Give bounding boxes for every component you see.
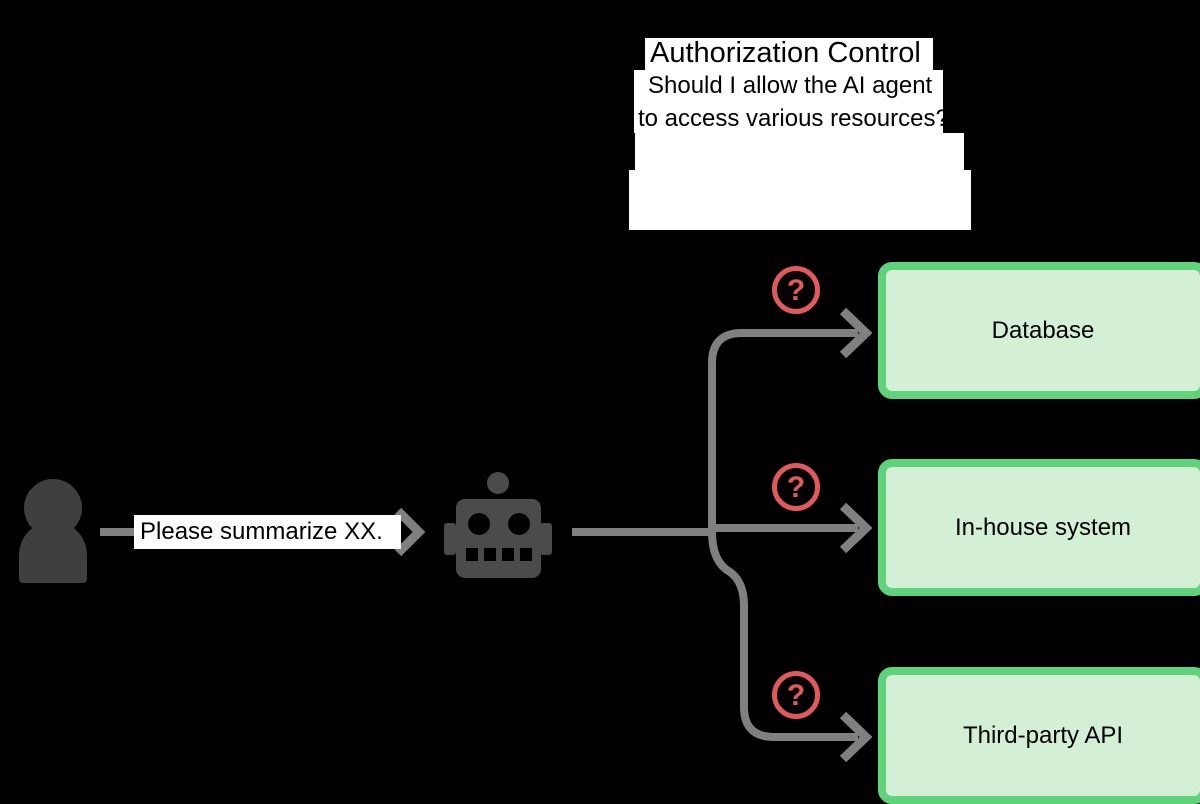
user-person-icon-body [19, 521, 87, 583]
callout-band-line2 [634, 104, 943, 133]
resource-box-third-party-api[interactable]: Third-party API [878, 667, 1200, 804]
question-mark-icon-database[interactable]: ? [772, 266, 820, 314]
robot-icon-face [456, 499, 541, 578]
resource-box-database[interactable]: Database [878, 262, 1200, 399]
arrowhead-inhouse [839, 502, 873, 554]
callout-band-blank2 [629, 170, 971, 230]
message-label-text: Please summarize XX. [140, 518, 383, 545]
message-label-background [134, 515, 401, 549]
robot-icon-tooth [502, 548, 514, 561]
robot-icon-tooth [466, 548, 478, 561]
callout-band-line1 [634, 70, 943, 104]
callout-title: Authorization Control [650, 37, 921, 69]
robot-icon-antenna [487, 472, 509, 494]
callout-band-blank1 [635, 133, 964, 170]
connector-branch-thirdparty [708, 531, 858, 741]
robot-icon-ear-left [444, 523, 456, 555]
arrowhead-user-to-agent [394, 507, 426, 557]
resource-box-inhouse-system[interactable]: In-house system [878, 459, 1200, 596]
question-mark-icon-inhouse-system[interactable]: ? [772, 463, 820, 511]
arrowhead-database [839, 307, 873, 359]
robot-icon-tooth [520, 548, 532, 561]
callout-question-line-2: to access various resources? [638, 105, 949, 132]
robot-icon-eye-right [508, 513, 530, 535]
arrowhead-thirdparty [839, 711, 873, 763]
robot-icon-tooth [484, 548, 496, 561]
question-mark-icon-third-party-api[interactable]: ? [772, 671, 820, 719]
robot-icon-eye-left [468, 513, 490, 535]
connector-branch-database [708, 329, 858, 532]
callout-question-line-1: Should I allow the AI agent [648, 72, 933, 99]
callout-band-title [645, 38, 933, 70]
robot-icon-ear-right [540, 523, 552, 555]
